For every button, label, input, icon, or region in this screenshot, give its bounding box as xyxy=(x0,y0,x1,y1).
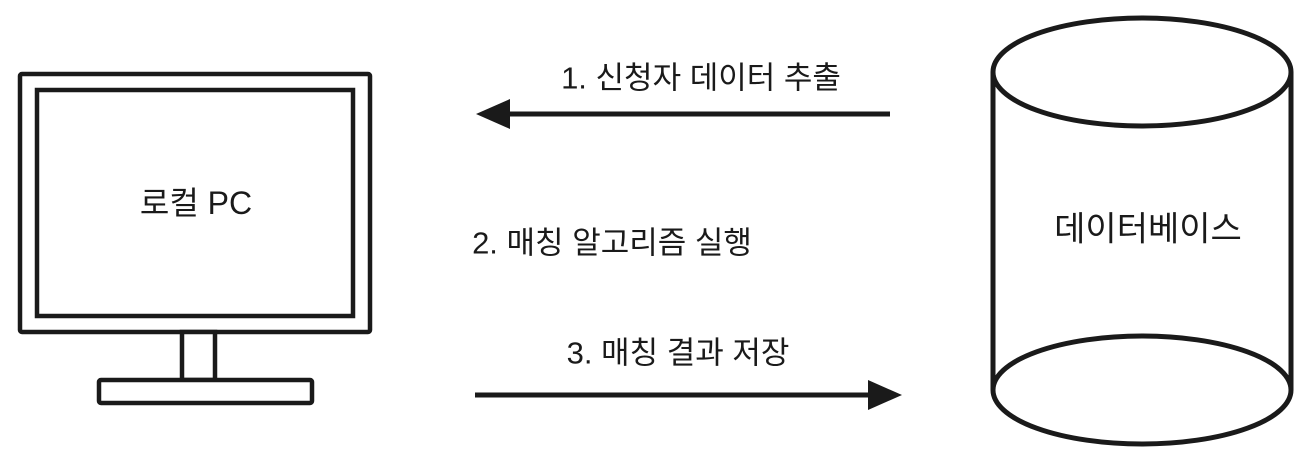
arrow-step1-head xyxy=(476,99,510,129)
monitor-stand-neck xyxy=(179,329,218,383)
local-pc-label: 로컬 PC xyxy=(139,185,253,221)
flow-step-3-label: 3. 매칭 결과 저장 xyxy=(566,335,790,371)
arrow-step3-right xyxy=(475,380,902,410)
monitor-icon xyxy=(17,71,373,406)
monitor-stand-base xyxy=(96,377,315,406)
database-cylinder-icon xyxy=(990,15,1294,447)
cylinder-bottom-ellipse xyxy=(990,333,1294,447)
arrow-step3-head xyxy=(868,380,902,410)
database-label: 데이터베이스 xyxy=(1054,210,1242,249)
flow-step-1-label: 1. 신청자 데이터 추출 xyxy=(561,60,841,96)
arrow-step1-left xyxy=(476,99,890,129)
flow-step-2-label: 2. 매칭 알고리즘 실행 xyxy=(472,225,752,261)
cylinder-top-ellipse xyxy=(990,15,1294,129)
monitor-screen xyxy=(34,87,356,319)
